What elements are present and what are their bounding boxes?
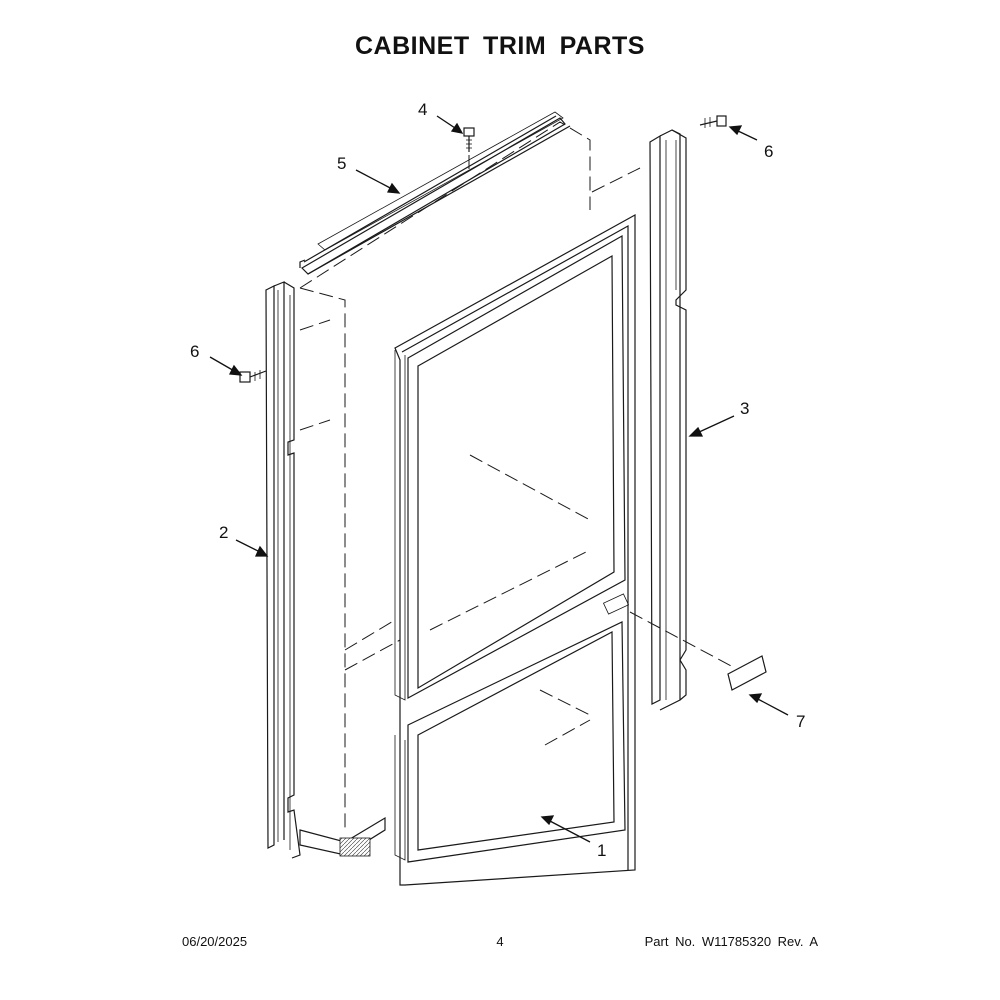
callout-2: 2 [219, 523, 229, 542]
leader-arrows [209, 115, 789, 843]
callout-3: 3 [740, 399, 750, 418]
callout-6-left: 6 [190, 342, 200, 361]
callout-6-top: 6 [764, 142, 774, 161]
page-title: CABINET TRIM PARTS [355, 32, 645, 60]
left-trim-part-2 [265, 281, 331, 859]
callout-4: 4 [418, 100, 428, 119]
callout-7: 7 [796, 712, 806, 731]
right-trim-part-3 [649, 129, 687, 711]
callout-1: 1 [597, 841, 607, 860]
callout-5: 5 [337, 154, 347, 173]
footer-date: 06/20/2025 [182, 934, 248, 949]
top-trim-part-5 [299, 111, 571, 275]
screw-part-6-top [699, 115, 727, 128]
front-frame-part-1 [394, 213, 736, 886]
footer-part-number: Part No. W11785320 Rev. A [644, 934, 818, 949]
badge-plate-part-7 [727, 655, 767, 691]
cabinet-body-outline [299, 121, 641, 857]
footer-page-number: 4 [496, 934, 504, 949]
screw-part-6-left [239, 370, 267, 383]
screw-part-4 [463, 127, 475, 175]
